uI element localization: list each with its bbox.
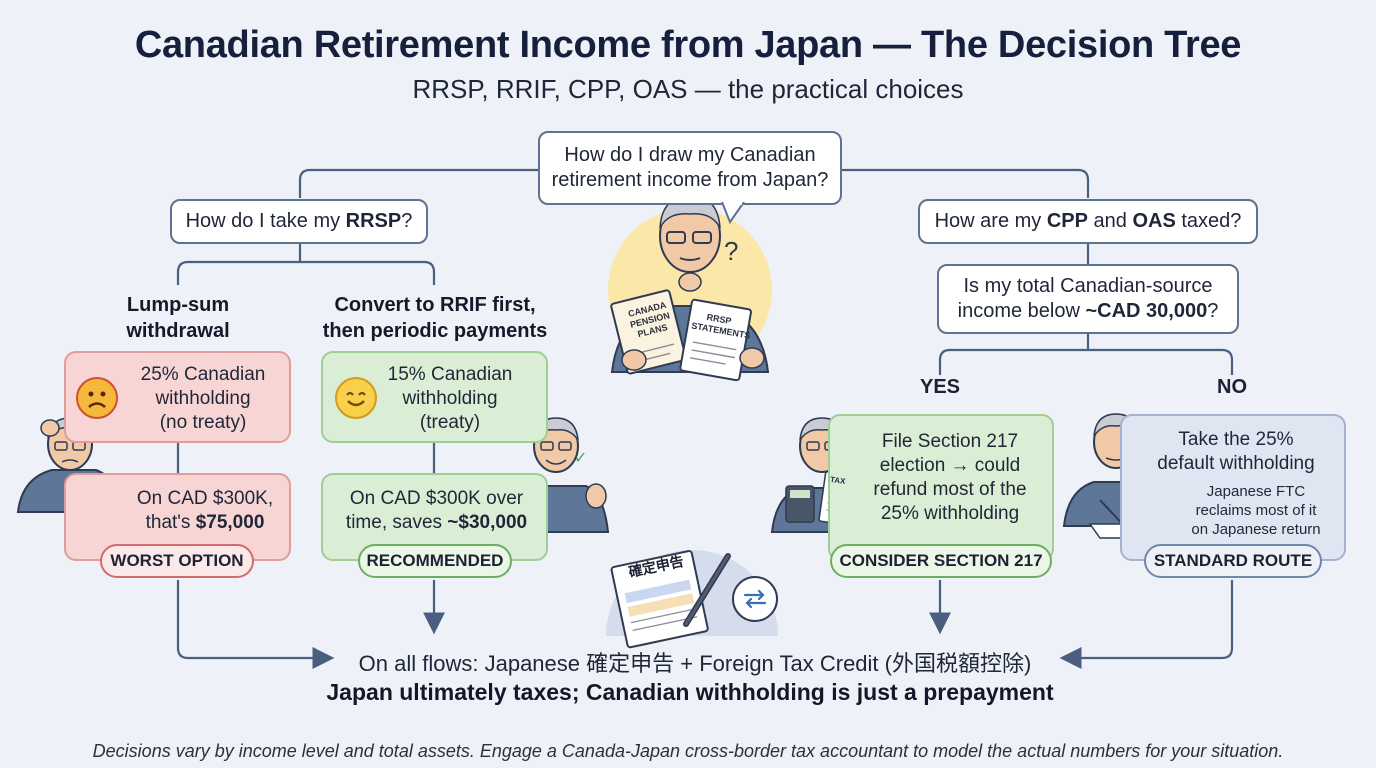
consider-section-217-badge: CONSIDER SECTION 217 <box>830 544 1052 578</box>
happy-face-icon <box>335 377 377 419</box>
root-question-line2: retirement income from Japan? <box>551 169 829 191</box>
root-question-line1: How do I draw my Canadian <box>564 144 816 166</box>
sad-face-icon <box>76 377 118 419</box>
worst-option-badge: WORST OPTION <box>100 544 254 578</box>
check-mark-icon: ✓ <box>574 450 588 467</box>
tax-doc-label: TAX <box>829 474 846 487</box>
exchange-arrows-icon <box>732 576 778 622</box>
connector-root-left <box>298 168 540 198</box>
disclaimer-footnote: Decisions vary by income level and total… <box>92 741 1284 761</box>
connector-rrsp-split <box>176 244 436 285</box>
connector-income-split <box>938 334 1234 375</box>
all-flows-statement: On all flows: Japanese 確定申告 + Foreign Ta… <box>358 651 1032 676</box>
cpp-oas-question-box: How are my CPP and OAS taxed? <box>918 199 1258 244</box>
speech-tail <box>721 202 745 225</box>
page-subtitle: RRSP, RRIF, CPP, OAS — the practical cho… <box>412 74 964 104</box>
income-question-box: Is my total Canadian-source income below… <box>937 264 1239 334</box>
default-withholding-card: Take the 25% default withholding Japanes… <box>1120 414 1346 561</box>
conclusion-statement: Japan ultimately taxes; Canadian withhol… <box>326 679 1054 705</box>
rrif-heading: Convert to RRIF first, then periodic pay… <box>322 294 548 342</box>
section-217-card: File Section 217 election → could refund… <box>828 414 1054 561</box>
arrow-no-bottom <box>1059 580 1234 669</box>
question-mark-icon: ? <box>724 236 739 266</box>
yes-label: YES <box>919 376 961 398</box>
no-label: NO <box>1217 376 1247 398</box>
standard-route-badge: STANDARD ROUTE <box>1144 544 1322 578</box>
lump-sum-withholding-card: 25% Canadian withholding (no treaty) <box>64 351 291 443</box>
tax-form-illustration <box>606 550 778 649</box>
thinking-retiree-illustration <box>608 195 772 382</box>
lump-sum-heading: Lump-sum withdrawal <box>126 294 230 342</box>
page-title: Canadian Retirement Income from Japan — … <box>134 24 1242 66</box>
recommended-badge: RECOMMENDED <box>358 544 512 578</box>
root-question-box: How do I draw my Canadian retirement inc… <box>538 131 842 205</box>
connector-root-right <box>840 168 1090 198</box>
rrsp-question-box: How do I take my RRSP? <box>170 199 428 244</box>
arrow-lump-bottom <box>176 580 335 669</box>
rrif-withholding-card: 15% Canadian withholding (treaty) <box>321 351 548 443</box>
